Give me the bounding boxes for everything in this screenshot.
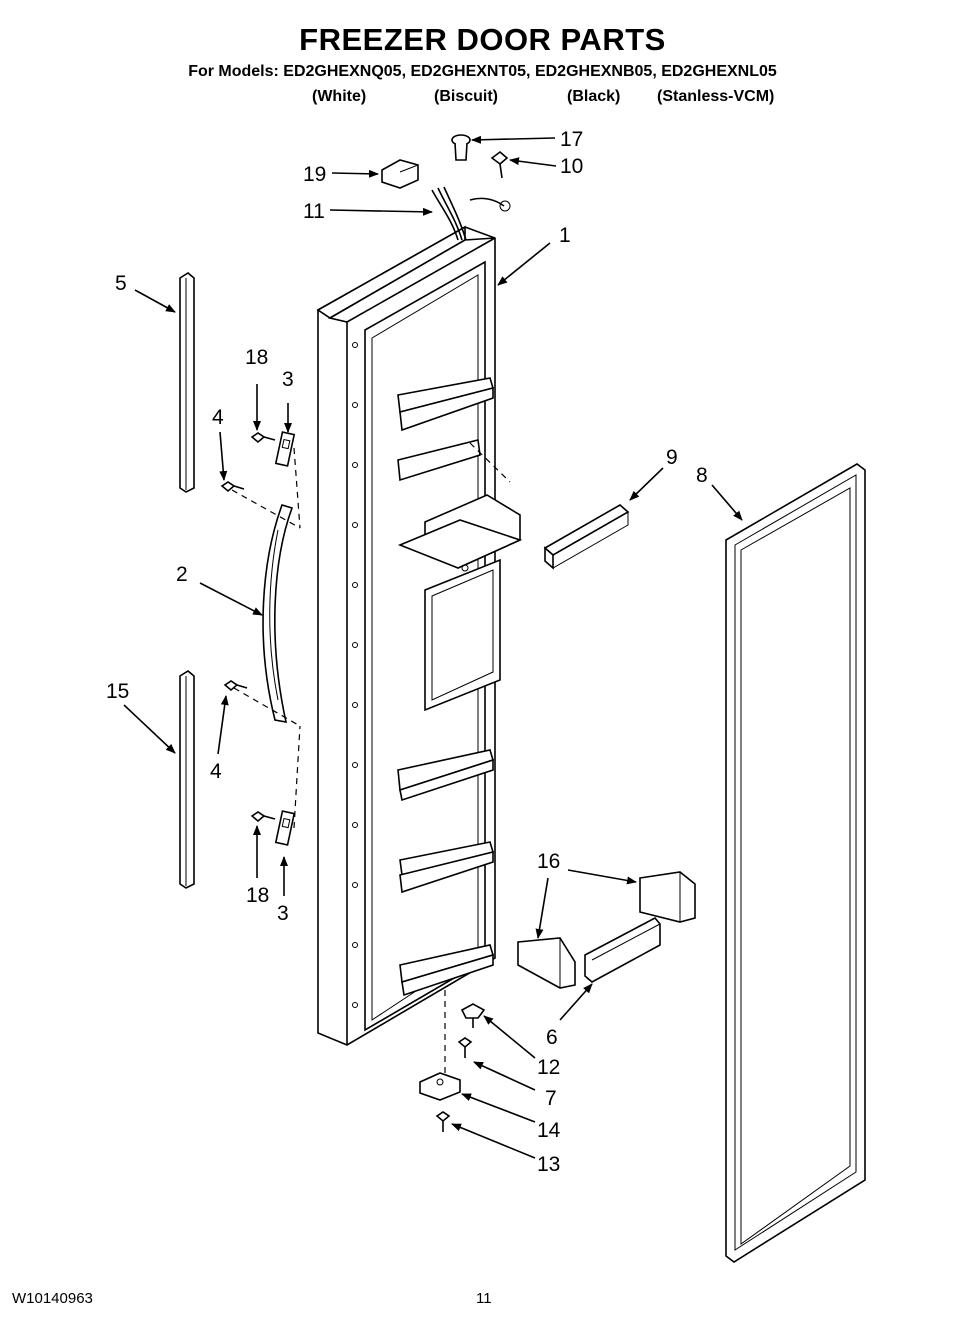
callout-labels: 17 10 19 11 1 5 18 3 4 9 8 2 15 4 18 3 1… [106,128,708,1176]
part-2-door-handle [262,504,294,724]
callout-18-upper: 18 [245,346,268,369]
callout-16: 16 [537,850,560,873]
part-11-wire-harness [431,186,511,241]
part-17-plug [451,134,471,161]
callout-19: 19 [303,163,326,186]
part-19-connector [381,159,419,189]
callout-6: 6 [546,1026,558,1049]
page-title: FREEZER DOOR PARTS [299,22,666,57]
callout-13: 13 [537,1153,560,1176]
callout-7: 7 [545,1087,557,1110]
variant-stainless: (Stanless-VCM) [657,88,775,105]
callout-4-lower: 4 [210,760,222,783]
part-16-bracket-right [639,871,696,923]
part-6-shelf-trim [584,916,661,983]
callout-arrows [123,135,743,1159]
door-edge-holes [352,342,358,1008]
part-13-screw [435,1111,451,1132]
part-8-door-gasket [725,463,866,1263]
part-15-trim-strip [179,670,195,889]
variant-black: (Black) [567,88,621,105]
variant-white: (White) [312,88,367,105]
part-7-screw [457,1037,473,1058]
callout-5: 5 [115,272,127,295]
model-list: For Models: ED2GHEXNQ05, ED2GHEXNT05, ED… [188,63,777,80]
callout-12: 12 [537,1056,560,1079]
callout-17: 17 [560,128,583,151]
callout-8: 8 [696,464,708,487]
freezer-door-assembly [316,225,523,1046]
part-4-screw-upper [220,481,245,493]
part-10-screw [490,150,509,179]
callout-9: 9 [666,446,678,469]
door-shelves [397,377,495,997]
part-3-clip-lower [274,810,296,846]
part-16-bracket-left [517,937,576,989]
callout-2: 2 [176,563,188,586]
document-number: W10140963 [12,1290,93,1307]
page-number: 11 [476,1290,492,1307]
part-18-screw-upper [250,432,276,444]
part-12-hinge-pin [460,1003,486,1028]
part-3-clip-upper [274,431,296,467]
callout-15: 15 [106,680,129,703]
part-14-hinge-block [419,1072,461,1101]
callout-18-lower: 18 [246,884,269,907]
ice-dispenser-chute [397,494,523,712]
variant-biscuit: (Biscuit) [434,88,498,105]
part-18-screw-lower [250,811,276,823]
callout-1: 1 [559,224,571,247]
callout-14: 14 [537,1119,561,1142]
callout-3-upper: 3 [282,368,294,391]
callout-11: 11 [303,200,325,223]
callout-10: 10 [560,155,583,178]
alignment-lines [231,442,511,1075]
part-5-trim-strip [179,272,195,493]
callout-3-lower: 3 [277,902,289,925]
callout-4-upper: 4 [212,406,224,429]
part-9-trim-rail [543,504,630,570]
part-4-screw-lower [223,680,248,692]
